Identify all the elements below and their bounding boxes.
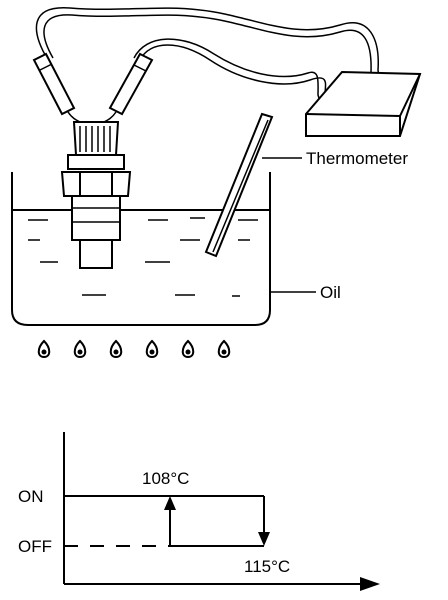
- thermo-switch: [60, 121, 132, 269]
- oil-bath-container: [11, 172, 271, 326]
- oil-label: Oil: [320, 283, 341, 302]
- burner-flame-icon: [145, 339, 159, 359]
- burner-flame-core: [149, 349, 155, 355]
- burner-flame-core: [113, 349, 119, 355]
- on-temperature-label: 108°C: [142, 469, 189, 488]
- burner-flame-core: [77, 349, 83, 355]
- switch-characteristic-graph: ON OFF 108°C 115°C: [18, 432, 380, 591]
- wire-sleeve-right: [108, 52, 154, 116]
- burner-flame-core: [185, 349, 191, 355]
- on-transition-arrow: [164, 496, 176, 510]
- burner-flames: [37, 339, 231, 359]
- test-apparatus: Thermometer Oil: [11, 7, 422, 359]
- x-axis-arrowhead: [360, 577, 380, 591]
- lead-wires: [35, 7, 384, 111]
- wire-sleeve-left: [32, 52, 76, 116]
- off-state-label: OFF: [18, 537, 52, 556]
- burner-flame-core: [41, 349, 47, 355]
- meter-box: [305, 70, 422, 137]
- on-state-label: ON: [18, 487, 44, 506]
- thermometer-label: Thermometer: [306, 149, 408, 168]
- off-transition-arrow: [258, 532, 270, 546]
- off-temperature-label: 115°C: [244, 557, 290, 576]
- burner-flame-icon: [73, 339, 87, 359]
- burner-flame-icon: [37, 339, 51, 359]
- burner-flame-icon: [109, 339, 123, 359]
- burner-flame-icon: [181, 339, 195, 359]
- burner-flame-core: [221, 349, 227, 355]
- wire-end-right: [103, 111, 117, 123]
- wire-end-left: [67, 111, 81, 123]
- thermometer: [204, 112, 274, 258]
- burner-flame-icon: [217, 339, 231, 359]
